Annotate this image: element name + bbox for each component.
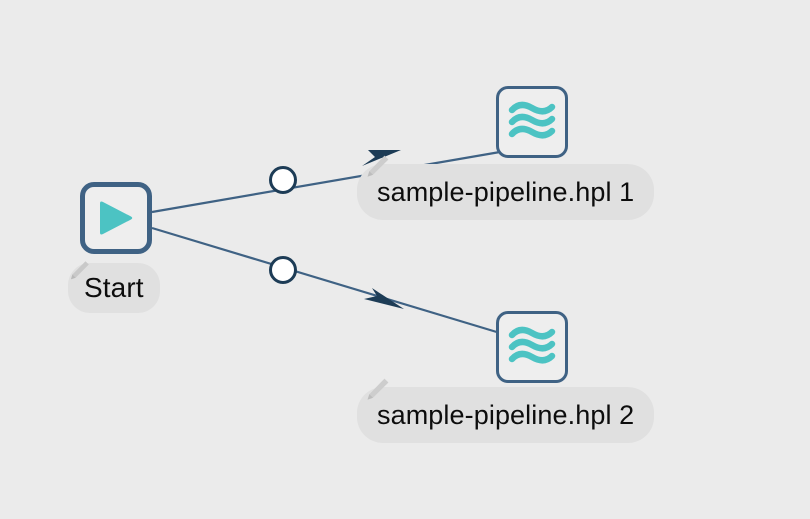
play-icon [100,201,133,235]
node-pipeline-1[interactable] [496,86,568,158]
connection-line-2 [151,226,501,335]
node-start-label[interactable]: Start [68,263,160,313]
hop-circle-icon[interactable] [269,166,297,194]
hop-circle-icon[interactable] [269,256,297,284]
node-pipeline-1-label[interactable]: sample-pipeline.hpl 1 [357,164,655,220]
node-start[interactable] [80,182,152,254]
pipeline-waves-icon [508,326,556,364]
pipeline-waves-icon [508,101,556,139]
connection-line-1 [151,150,501,214]
node-start-label-text: Start [84,272,144,303]
node-pipeline-2-label-text: sample-pipeline.hpl 2 [377,399,635,430]
connection-hop-2[interactable] [151,226,501,335]
node-pipeline-1-label-text: sample-pipeline.hpl 1 [377,176,635,207]
arrow-head-icon [364,288,404,309]
node-pipeline-2-label[interactable]: sample-pipeline.hpl 2 [357,387,655,443]
node-pipeline-2[interactable] [496,311,568,383]
